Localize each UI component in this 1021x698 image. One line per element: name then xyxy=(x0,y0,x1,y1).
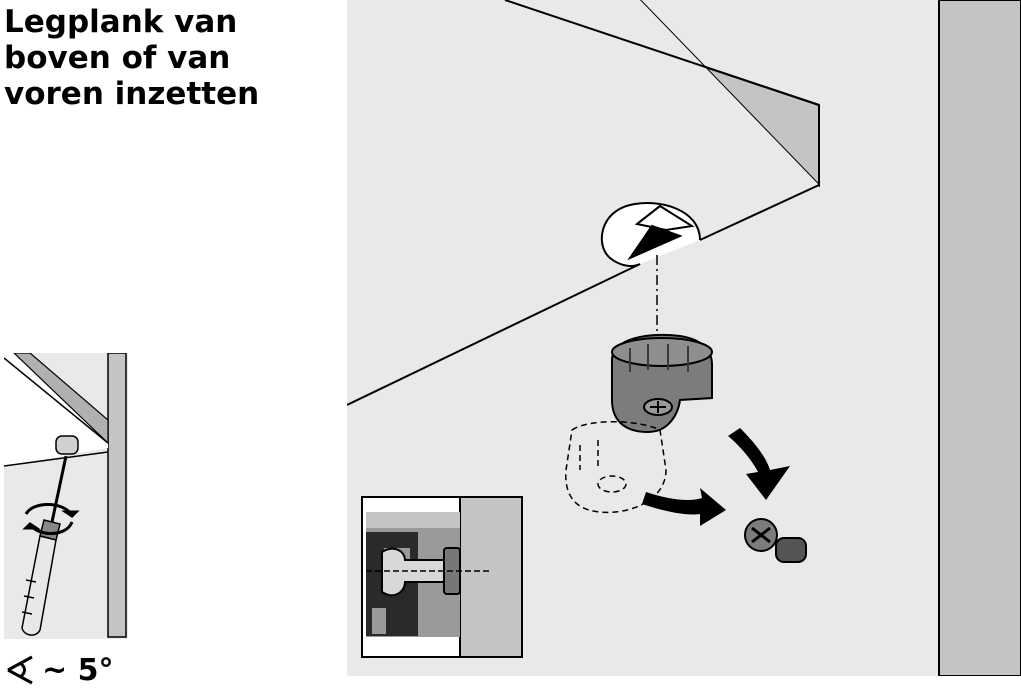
drill-hole xyxy=(600,202,701,267)
title-line: voren inzetten xyxy=(4,76,260,112)
curved-arrow-right xyxy=(642,488,726,526)
motion-arrows xyxy=(642,428,790,526)
shelf xyxy=(4,353,108,466)
instruction-title: Legplank van boven of van voren inzetten xyxy=(4,4,259,112)
angle-icon xyxy=(7,655,33,685)
main-illustration xyxy=(347,0,1021,676)
cam-lock-connector xyxy=(611,333,713,434)
screwdriver-illustration xyxy=(4,353,128,639)
side-panel xyxy=(107,353,127,638)
title-line: Legplank van xyxy=(4,4,238,40)
detail-inset xyxy=(361,496,523,658)
cam-connector-outline xyxy=(565,421,667,514)
angle-note: ~ 5° xyxy=(4,650,113,690)
cabinet-side-panel xyxy=(938,0,1021,676)
shelf-underside xyxy=(347,0,819,405)
connector-bolt xyxy=(744,518,807,563)
insert-arrow xyxy=(627,224,683,261)
title-line: boven of van xyxy=(4,40,231,76)
angle-value: ~ 5° xyxy=(42,652,114,688)
rotate-arrows-icon xyxy=(22,503,80,535)
shelf xyxy=(347,0,820,406)
cam-lock-small xyxy=(55,435,79,455)
curved-arrow-down xyxy=(728,428,790,500)
